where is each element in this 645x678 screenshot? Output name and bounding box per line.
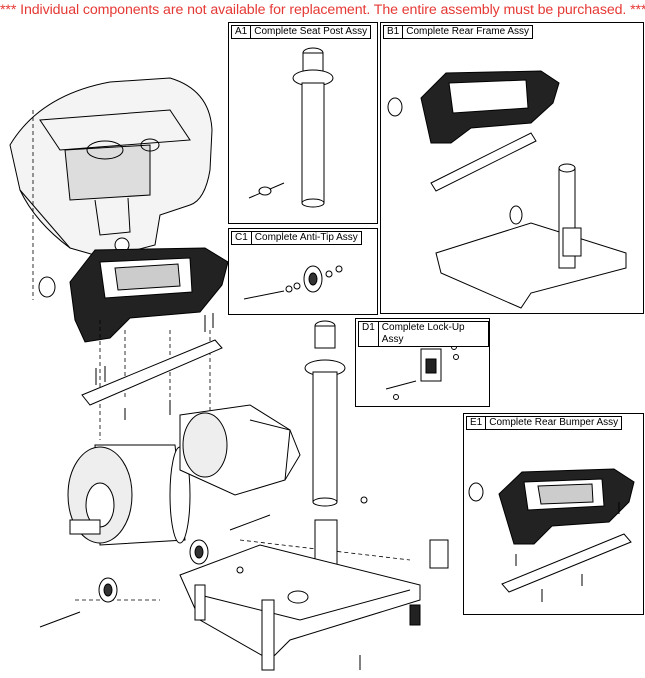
lock-up-assy-drawing	[385, 344, 459, 400]
mounting-bracket-drawing	[81, 339, 223, 406]
assembly-code: A1	[235, 26, 248, 37]
assembly-name: Complete Anti-Tip Assy	[250, 232, 361, 244]
assembly-box-e1[interactable]: E1 Complete Rear Bumper Assy	[463, 413, 644, 615]
assembly-box-b1[interactable]: B1 Complete Rear Frame Assy	[380, 22, 644, 314]
rear-shroud-drawing	[9, 77, 213, 259]
fasteners-drawing	[95, 313, 368, 670]
assembly-box-a1[interactable]: A1 Complete Seat Post Assy	[228, 22, 378, 224]
assembly-name: Complete Seat Post Assy	[250, 26, 370, 38]
assembly-label-e1: E1 Complete Rear Bumper Assy	[466, 416, 623, 430]
frame-drawing	[179, 544, 421, 671]
assembly-label-a1: A1 Complete Seat Post Assy	[231, 25, 372, 39]
assembly-code: C1	[235, 232, 248, 243]
rear-frame-assy-drawing	[387, 70, 627, 309]
rear-bumper-drawing	[38, 247, 229, 343]
motor-drawing	[67, 444, 191, 546]
anti-tip-wheels-drawing	[39, 514, 271, 628]
warning-banner: *** Individual components are not availa…	[0, 2, 645, 18]
assembly-code: B1	[387, 26, 400, 37]
transaxle-drawing	[179, 404, 301, 496]
assembly-label-b1: B1 Complete Rear Frame Assy	[383, 25, 534, 39]
assembly-code: E1	[470, 417, 483, 428]
assembly-label-d1: D1 Complete Lock-Up Assy	[358, 321, 489, 347]
assembly-label-c1: C1 Complete Anti-Tip Assy	[231, 231, 362, 245]
seat-post-assy-drawing	[248, 47, 334, 208]
rear-bumper-assy-drawing	[468, 468, 635, 602]
assembly-name: Complete Rear Bumper Assy	[485, 417, 621, 429]
assembly-name: Complete Lock-Up Assy	[377, 322, 488, 346]
assembly-code: D1	[362, 322, 375, 333]
anti-tip-assy-drawing	[243, 265, 343, 300]
assembly-box-c1[interactable]: C1 Complete Anti-Tip Assy	[228, 228, 378, 315]
lock-up-drawing	[287, 539, 449, 626]
assembly-box-d1[interactable]: D1 Complete Lock-Up Assy	[355, 318, 490, 407]
assembly-name: Complete Rear Frame Assy	[402, 26, 532, 38]
